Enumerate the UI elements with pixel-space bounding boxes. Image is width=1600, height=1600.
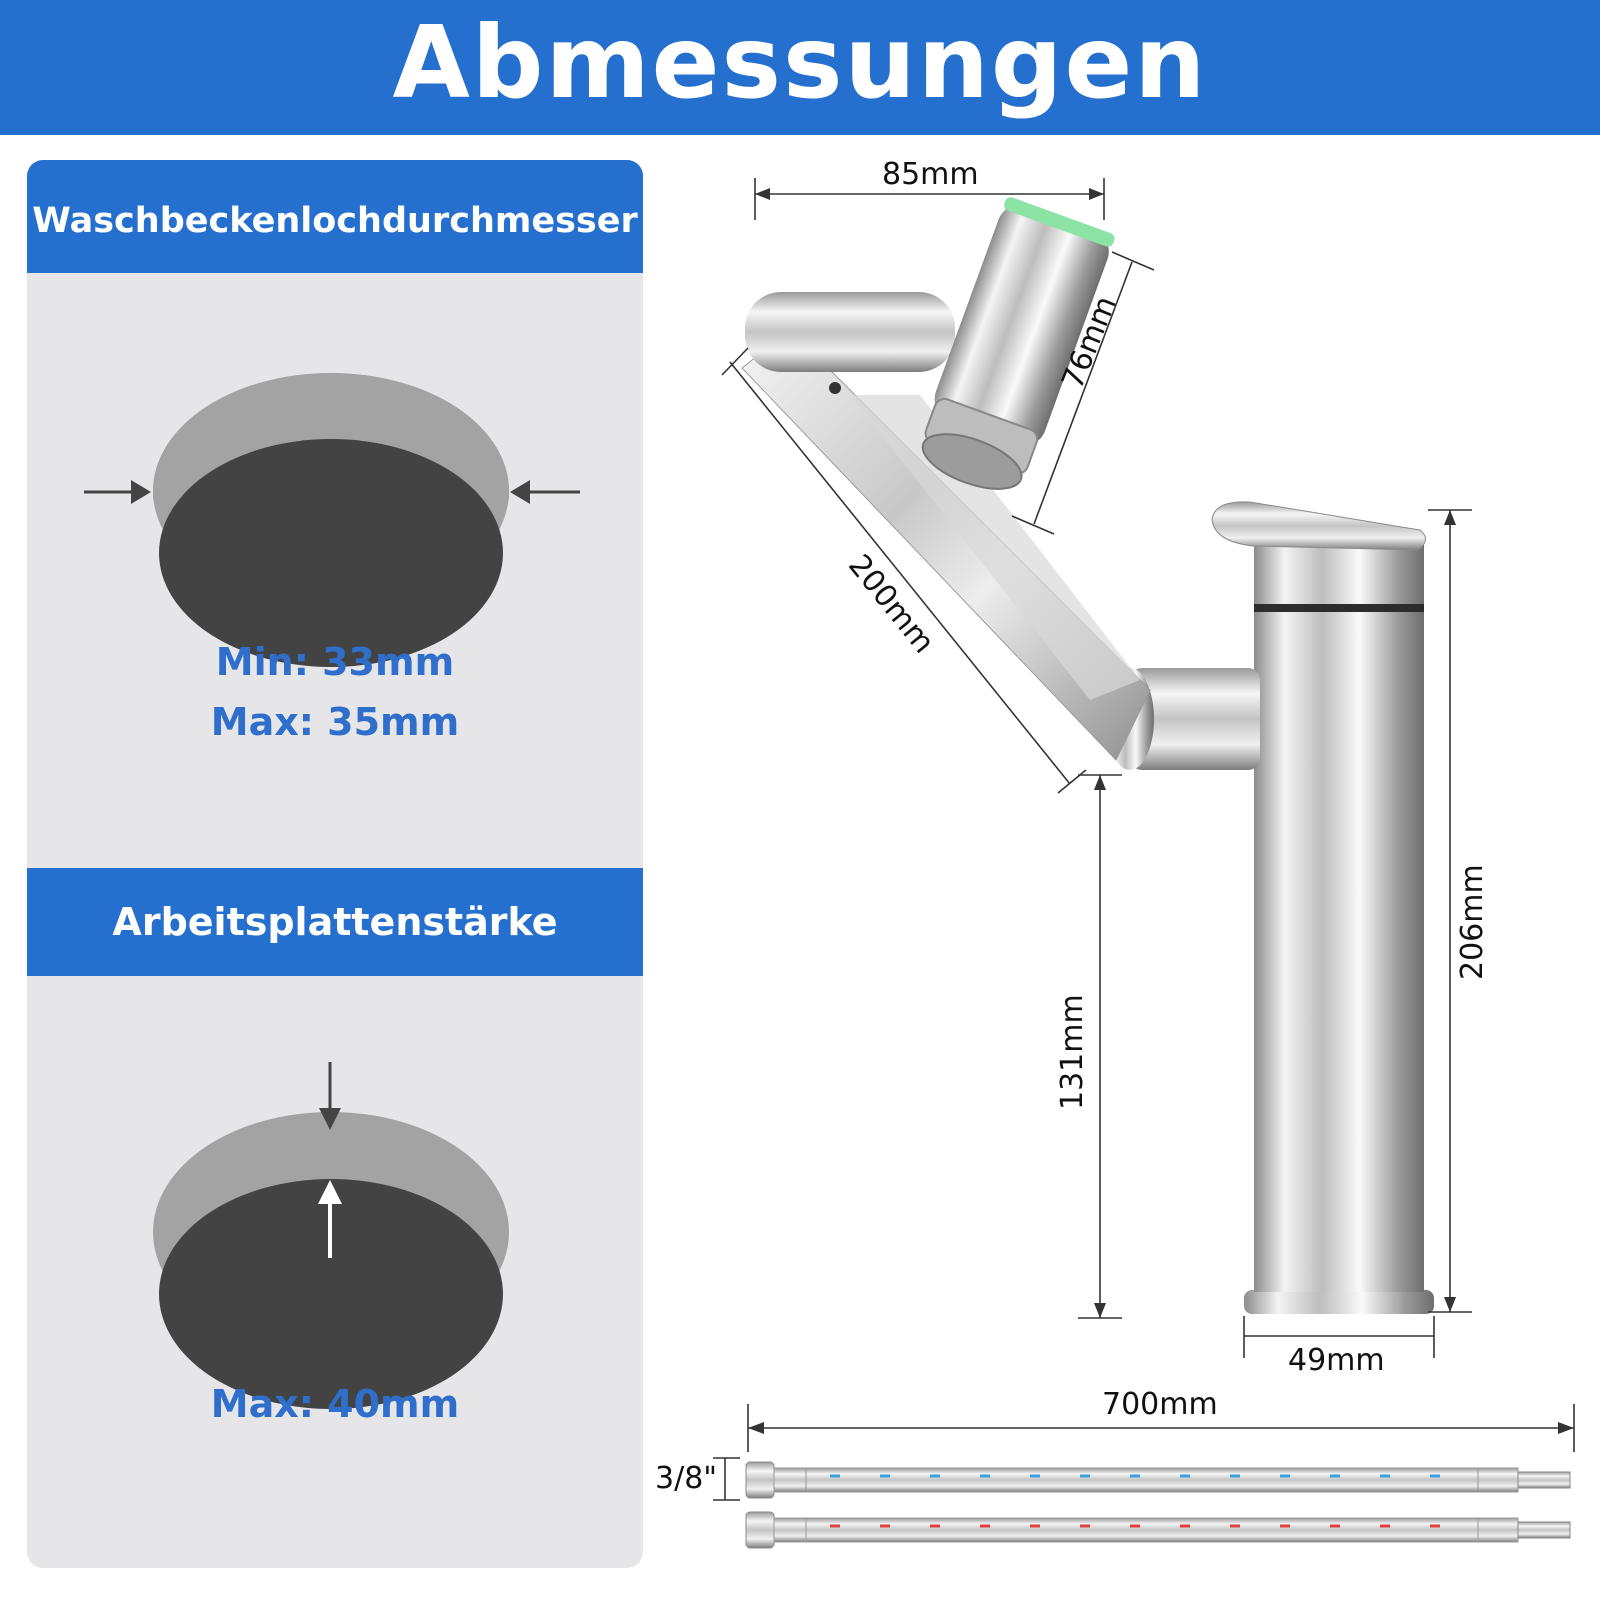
sink-hole-illustration [84, 373, 580, 667]
faucet-swivel-gap [1254, 602, 1424, 612]
hose-hot-collar [773, 1517, 807, 1543]
spec-panel: Waschbeckenlochdurchmesser Min: 33mm Max… [27, 160, 643, 1568]
countertop-max-value: Max: 40mm [210, 1382, 460, 1426]
hose-hot-end [1477, 1517, 1519, 1543]
faucet-base-ring [1244, 1290, 1434, 1314]
hose-cold [745, 1461, 1571, 1499]
dim-hose-thread-label: 3/8" [655, 1461, 718, 1496]
arrow-right-head [510, 480, 530, 504]
faucet-head-body [934, 204, 1109, 447]
dim-spout-width-label: 85mm [882, 157, 979, 192]
dim-76-tick-top [1111, 251, 1155, 271]
dim-700-arrow-left [748, 1422, 764, 1434]
countertop-thickness-title: Arbeitsplattenstärke [27, 868, 643, 976]
dim-spout-height-label: 131mm [1055, 994, 1090, 1110]
page-title: Abmessungen [392, 4, 1208, 121]
hole-min-value: Min: 33mm [215, 640, 455, 684]
hose-hot [745, 1511, 1571, 1549]
hose-cold-nut [745, 1461, 775, 1499]
faucet-body-upper [1254, 612, 1424, 820]
faucet-illustration [741, 197, 1434, 1314]
dimension-arrowheads [748, 188, 1574, 1434]
dim-700-arrow-right [1558, 1422, 1574, 1434]
faucet-spout-screw [829, 382, 841, 394]
hose-cold-thread [1517, 1471, 1571, 1489]
sink-hole-opening [159, 439, 503, 667]
dimension-lines [713, 178, 1575, 1501]
hole-max-value: Max: 35mm [210, 700, 460, 744]
dim-76-line [1033, 261, 1133, 525]
dim-total-height-label: 206mm [1455, 864, 1490, 980]
faucet-arm-connector [1130, 668, 1260, 770]
faucet-body-lower [1254, 818, 1424, 1292]
arrow-up-head [318, 1180, 342, 1204]
dim-200-tick-top [721, 347, 749, 376]
hose-cold-end [1477, 1467, 1519, 1493]
faucet-head [921, 197, 1115, 490]
supply-hoses [745, 1461, 1571, 1549]
hose-cold-collar [773, 1467, 807, 1493]
arrow-down-head [319, 1108, 341, 1130]
faucet-aerator-face [921, 433, 1023, 490]
faucet-handle-collar [1254, 540, 1424, 604]
arrow-left-head [131, 480, 151, 504]
faucet-spout-top [745, 292, 955, 372]
hose-cold-braid [805, 1467, 1479, 1493]
hose-hot-nut [745, 1511, 775, 1549]
countertop-opening [159, 1179, 503, 1409]
faucet-lever [1211, 501, 1426, 551]
dim-206-arrow-top [1444, 510, 1456, 525]
dim-76-tick-bottom [1011, 515, 1055, 535]
hose-hot-thread [1517, 1521, 1571, 1539]
dim-206-arrow-bottom [1444, 1297, 1456, 1312]
hole-diameter-title: Waschbeckenlochdurchmesser [27, 160, 643, 273]
dim-base-diameter-label: 49mm [1288, 1343, 1385, 1378]
dim-131-arrow-top [1094, 775, 1106, 790]
dim-85-arrow-left [755, 188, 770, 200]
dim-131-arrow-bottom [1094, 1303, 1106, 1318]
faucet-head-led [1004, 197, 1115, 247]
dim-200-tick-bottom [1057, 769, 1087, 794]
header-banner: Abmessungen [0, 0, 1600, 135]
dim-200-line [729, 361, 1071, 785]
spec-illustrations [84, 373, 580, 1409]
countertop-illustration [153, 1062, 509, 1409]
faucet-arm-inner [850, 395, 1140, 700]
hose-hot-braid [805, 1517, 1479, 1543]
dim-85-arrow-right [1089, 188, 1104, 200]
dim-hose-length-label: 700mm [1102, 1387, 1218, 1422]
